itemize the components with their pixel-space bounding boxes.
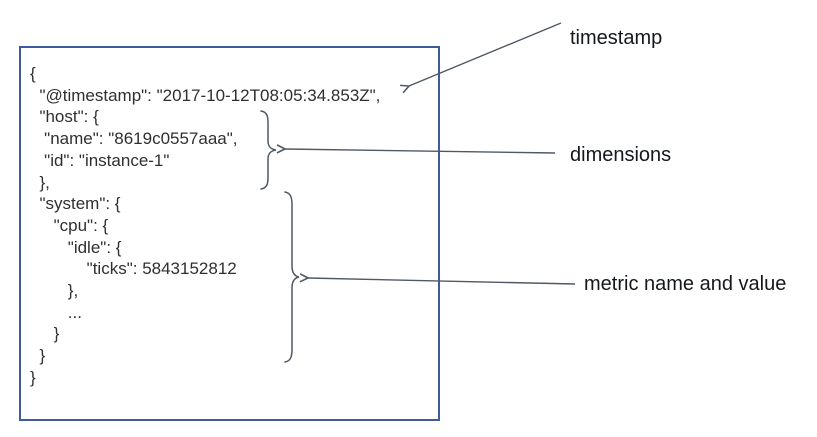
timestamp-label: timestamp [570,27,663,49]
dimensions-label: dimensions [570,144,672,166]
metric-name-and-value-label: metric name and value [584,273,787,295]
metric-document-json: { "@timestamp": "2017-10-12T08:05:34.853… [30,64,381,387]
metric-document-box: { "@timestamp": "2017-10-12T08:05:34.853… [19,46,440,421]
